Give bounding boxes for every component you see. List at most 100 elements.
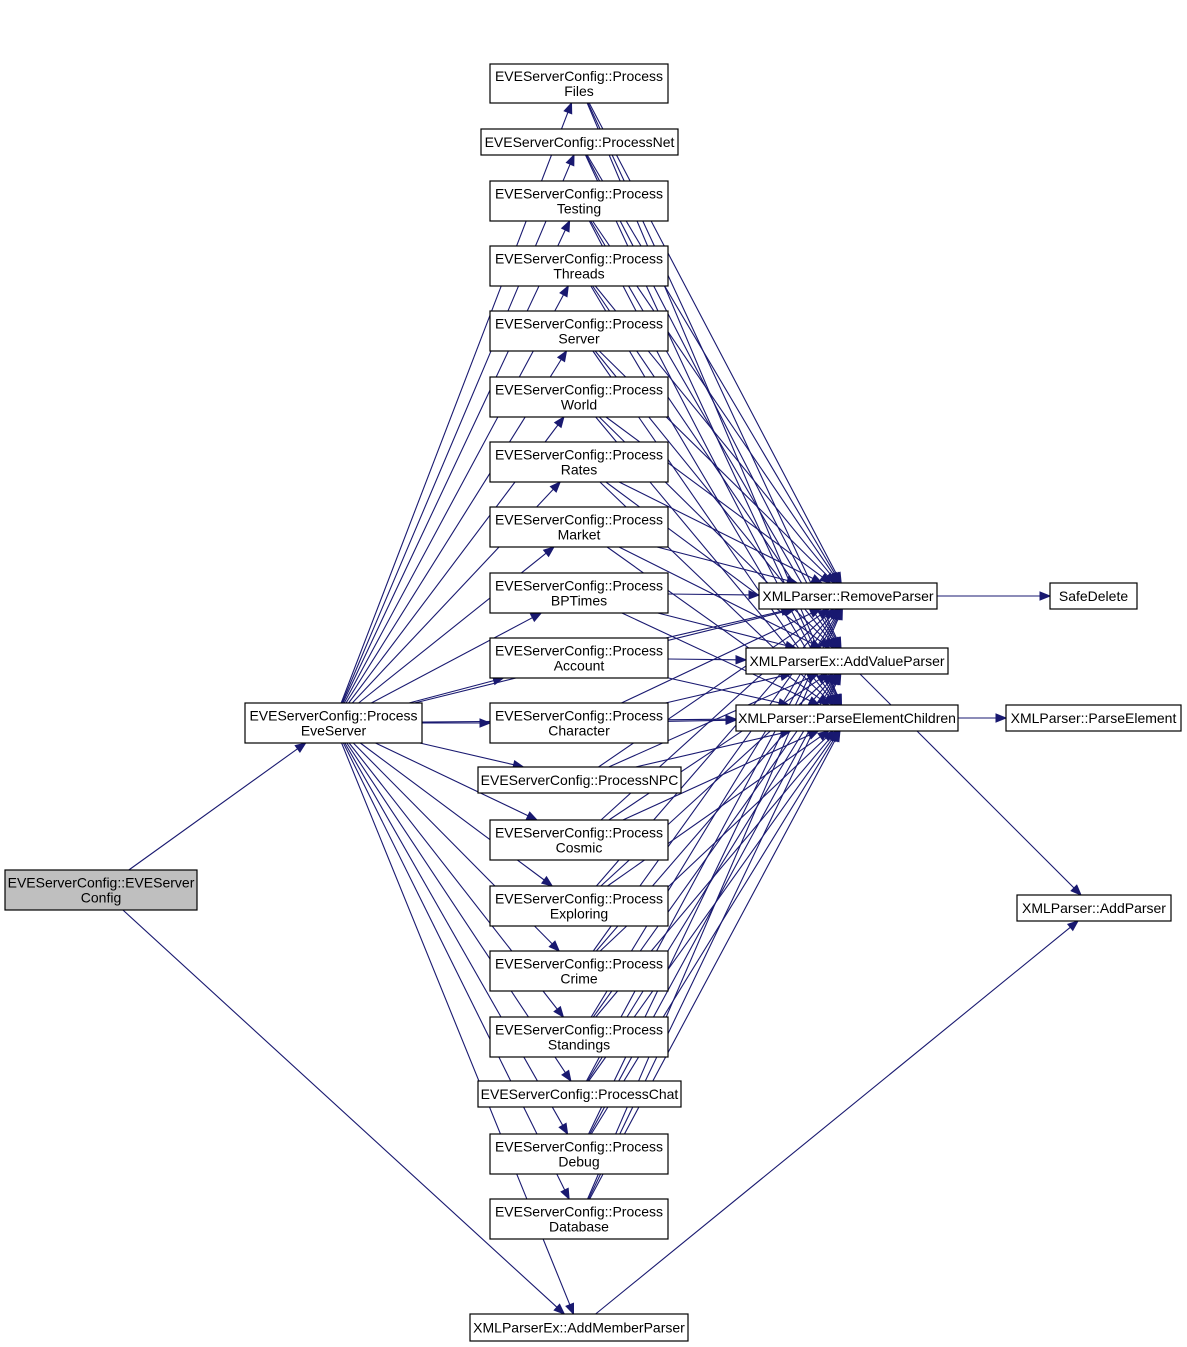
edge-line [618, 481, 814, 579]
edge-line [344, 742, 564, 1126]
node-label-line: Files [564, 83, 594, 99]
edge-bptimes-to-rp [667, 590, 761, 600]
edge-line [621, 612, 811, 702]
node-box [489, 702, 669, 744]
edge-character-to-avp [665, 671, 793, 704]
arrowhead [540, 875, 554, 887]
edge-rates-to-rp [618, 481, 824, 584]
arrowhead [1039, 591, 1052, 601]
node-box [489, 245, 669, 287]
arrowhead [833, 607, 843, 621]
arrowhead [553, 1005, 565, 1019]
arrowhead [559, 284, 569, 298]
node-box [489, 950, 669, 992]
edge-pes-to-npc [419, 742, 525, 770]
node-amp[interactable]: XMLParserEx::AddMemberParser [469, 1313, 689, 1342]
edge-line [621, 612, 812, 704]
node-npc[interactable]: EVEServerConfig::ProcessNPC [477, 766, 682, 794]
node-label-line: EVEServerConfig::EVEServer [8, 875, 195, 891]
edge-database-to-avp [588, 672, 842, 1200]
node-label-line: EVEServerConfig::Process [495, 1204, 663, 1220]
edge-line [590, 739, 835, 1135]
edge-pes-to-exploring [359, 742, 554, 887]
node-pec[interactable]: XMLParser::ParseElementChildren [735, 704, 959, 732]
arrowhead [529, 612, 543, 623]
nodes-layer: EVEServerConfig::EVEServerConfigEVEServe… [4, 63, 1182, 1342]
node-ap[interactable]: XMLParser::AddParser [1016, 894, 1172, 922]
edge-line [371, 617, 533, 704]
edge-line [585, 154, 837, 640]
node-box [480, 128, 679, 156]
node-box [745, 647, 949, 675]
node-chat[interactable]: EVEServerConfig::ProcessChat [477, 1080, 682, 1108]
edge-line [667, 593, 750, 596]
node-rp[interactable]: XMLParser::RemoveParser [758, 582, 938, 610]
node-label-line: EVEServerConfig::Process [495, 1139, 663, 1155]
arrowhead [542, 546, 555, 558]
edge-pes-to-account [408, 676, 505, 704]
node-label-line: World [561, 397, 597, 413]
node-label-line: Standings [548, 1037, 610, 1053]
node-label-line: EVEServerConfig::Process [495, 316, 663, 332]
edge-rp-to-sd [937, 591, 1052, 601]
edge-line [341, 163, 571, 704]
edge-amp-to-ap [595, 920, 1080, 1315]
edge-account-to-avp [667, 655, 748, 665]
node-box [489, 1198, 669, 1240]
node-label-line: EVEServerConfig::Process [495, 447, 663, 463]
edge-pes-to-testing [342, 219, 571, 704]
edge-line [667, 719, 727, 722]
node-label-line: XMLParser::ParseElementChildren [738, 710, 956, 726]
node-sd[interactable]: SafeDelete [1049, 582, 1138, 610]
arrowhead [560, 219, 571, 233]
edge-line [657, 612, 787, 647]
node-label-line: EVEServerConfig::Process [495, 512, 663, 528]
edge-root-to-amp [122, 909, 566, 1315]
arrowhead [561, 1069, 572, 1083]
edge-pec-to-pe [958, 713, 1008, 723]
node-label-line: EVEServerConfig::Process [495, 891, 663, 907]
node-pe[interactable]: XMLParser::ParseElement [1005, 704, 1182, 732]
node-net[interactable]: EVEServerConfig::ProcessNet [480, 128, 679, 156]
node-label-line: EVEServerConfig::Process [495, 1022, 663, 1038]
edge-line [622, 734, 810, 821]
node-box [1049, 582, 1138, 610]
node-root[interactable]: EVEServerConfig::EVEServerConfig [4, 869, 198, 911]
node-box [489, 1133, 669, 1175]
node-avp[interactable]: XMLParserEx::AddValueParser [745, 647, 949, 675]
edge-line [665, 610, 783, 639]
node-label-line: XMLParser::ParseElement [1011, 710, 1177, 726]
node-box [1005, 704, 1182, 732]
node-box [489, 885, 669, 927]
arrowhead [553, 415, 565, 429]
node-label-line: Account [554, 658, 605, 674]
arrowhead [553, 1303, 566, 1315]
edge-line [375, 742, 529, 817]
node-label-line: EVEServerConfig::Process [495, 68, 663, 84]
node-box [489, 376, 669, 418]
arrowhead [560, 1187, 570, 1201]
node-box [489, 819, 669, 861]
node-label-line: EVEServerConfig::ProcessNPC [481, 772, 679, 788]
node-label-line: Rates [561, 462, 598, 478]
node-label-line: Crime [560, 971, 598, 987]
node-label-line: EVEServerConfig::Process [249, 708, 417, 724]
